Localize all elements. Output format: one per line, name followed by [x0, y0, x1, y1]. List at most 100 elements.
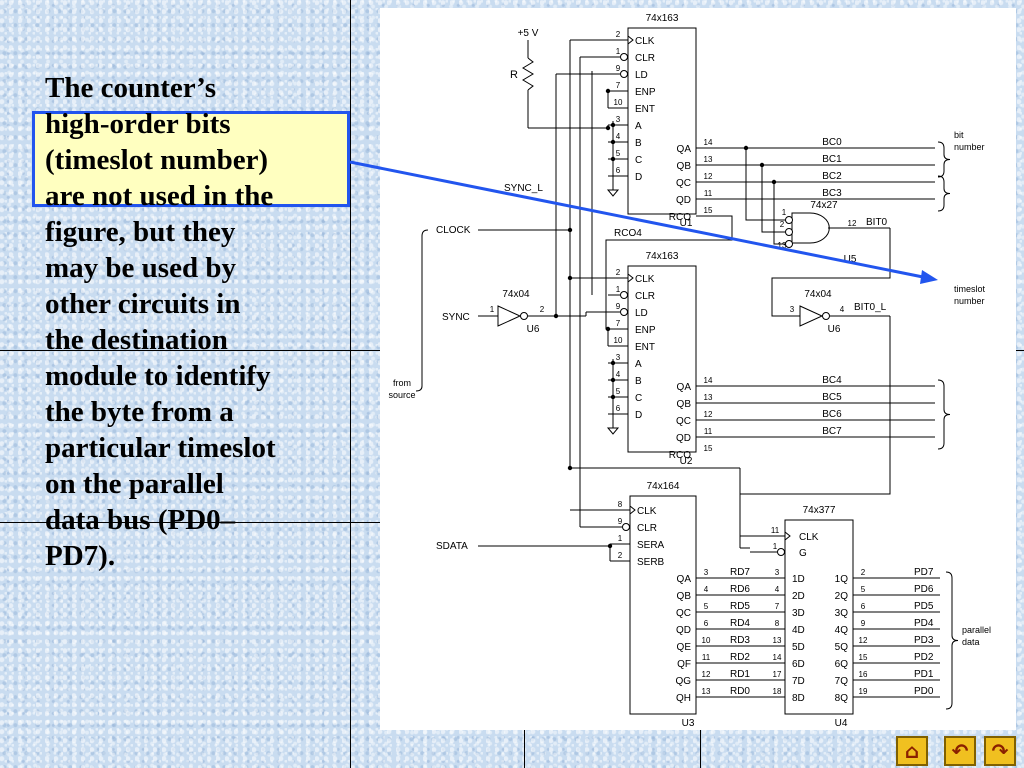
u2-pin-num: 7: [616, 319, 621, 328]
pd-label: PD2: [914, 652, 934, 663]
u3-out-num: 5: [704, 602, 709, 611]
u4-ref: U4: [835, 718, 848, 729]
u1-pin-num: 1: [616, 47, 621, 56]
u3-out-num: 3: [704, 568, 709, 577]
u3-out-num: 6: [704, 619, 709, 628]
u6a-pin: 2: [540, 305, 545, 314]
junction-dot: [610, 139, 616, 145]
u4-out-name: 5Q: [835, 642, 849, 653]
u6b-ref: U6: [828, 324, 841, 335]
u1-pin-num: 5: [616, 149, 621, 158]
u4-in-num: 7: [775, 602, 780, 611]
u3-ref: U3: [682, 718, 695, 729]
pd-label: PD3: [914, 635, 934, 646]
u5-part: 74x27: [810, 200, 838, 211]
rd-label: RD5: [730, 601, 750, 612]
u1-pin-name: CLK: [635, 36, 655, 47]
bit-number-label: bit: [954, 130, 964, 140]
resistor-label: R: [510, 69, 518, 81]
u2-out-name: QA: [677, 382, 692, 393]
u4-out-name: 6Q: [835, 659, 849, 670]
u3-out-name: QC: [676, 608, 691, 619]
rd-label: RD7: [730, 567, 750, 578]
slide-text-line: the byte from a: [45, 396, 234, 428]
u4-in-num: 18: [773, 687, 782, 696]
u3-pin-num: 1: [618, 534, 623, 543]
parallel-data-label: parallel: [962, 625, 991, 635]
u4-in-num: 13: [773, 636, 782, 645]
junction-dot: [610, 394, 616, 400]
wire: [627, 35, 634, 45]
ground-icon: [606, 427, 620, 435]
junction-dot: [605, 88, 611, 94]
u1-pin-name: A: [635, 121, 642, 132]
u3-pin-name: CLR: [637, 523, 657, 534]
brace: [415, 229, 429, 392]
u1-pin-name: ENP: [635, 87, 656, 98]
slide-text-line: high-order bits: [45, 108, 231, 140]
u4-out-name: 1Q: [835, 574, 849, 585]
u2-pin-name: B: [635, 376, 642, 387]
vcc-label: +5 V: [518, 28, 539, 39]
u1-pin-name: ENT: [635, 104, 655, 115]
u1-pin-name: C: [635, 155, 642, 166]
u1-pin-name: LD: [635, 70, 648, 81]
u3-out-name: QE: [677, 642, 692, 653]
net-label: BC3: [822, 188, 842, 199]
rd-label: RD4: [730, 618, 750, 629]
slide-text-line: The counter’s: [45, 72, 217, 104]
u3-out-num: 4: [704, 585, 709, 594]
u3-pin-name: SERA: [637, 540, 665, 551]
u4-in-num: 8: [775, 619, 780, 628]
u1-pin-num: 3: [616, 115, 621, 124]
u1-out-name: RCO: [669, 212, 691, 223]
u1-pin-num: 6: [616, 166, 621, 175]
u3-out-num: 13: [702, 687, 711, 696]
u4-out-num: 12: [859, 636, 868, 645]
pd-label: PD4: [914, 618, 934, 629]
u3-pin-name: CLK: [637, 506, 657, 517]
u1-out-num: 12: [704, 172, 713, 181]
bit-number-label: number: [954, 142, 985, 152]
sync-l-label: SYNC_L: [504, 183, 543, 194]
back-button[interactable]: ↶: [944, 736, 976, 766]
slide-text-line: on the parallel: [45, 468, 224, 500]
net-label: BC6: [822, 409, 842, 420]
from-source-label: from: [393, 378, 411, 388]
slide-text-line: may be used by: [45, 252, 236, 284]
u1-out-name: QD: [676, 195, 691, 206]
u4-out-num: 9: [861, 619, 866, 628]
rd-label: RD1: [730, 669, 750, 680]
brace: [937, 379, 951, 450]
junction-dot: [567, 465, 573, 471]
home-button[interactable]: ⌂: [896, 736, 928, 766]
u4-out-num: 19: [859, 687, 868, 696]
u4-out-name: 8Q: [835, 693, 849, 704]
slide-text-line: are not used in the: [45, 180, 274, 212]
u2-out-num: 14: [704, 376, 713, 385]
u2-pin-name: CLK: [635, 274, 655, 285]
u4-in-num: 3: [775, 568, 780, 577]
forward-button[interactable]: ↷: [984, 736, 1016, 766]
brace: [945, 571, 959, 710]
u1-out-num: 15: [704, 206, 713, 215]
u1-out-num: 13: [704, 155, 713, 164]
u2-pin-name: CLR: [635, 291, 655, 302]
slide-text-line: (timeslot number): [45, 144, 269, 176]
u2-pin-num: 1: [616, 285, 621, 294]
pd-label: PD0: [914, 686, 934, 697]
u6a-part: 74x04: [502, 289, 530, 300]
u2-pin-num: 4: [616, 370, 621, 379]
grid-line-h3: [1016, 350, 1024, 351]
u2-out-name: RCO: [669, 450, 691, 461]
u4-ctrl-num: 1: [773, 542, 778, 551]
rd-label: RD6: [730, 584, 750, 595]
u2-pin-name: ENT: [635, 342, 655, 353]
rd-label: RD3: [730, 635, 750, 646]
slide-text-line: particular timeslot: [45, 432, 276, 464]
junction-dot: [607, 543, 613, 549]
u2-pin-num: 10: [614, 336, 623, 345]
u1-out-name: QB: [677, 161, 692, 172]
pd-label: PD7: [914, 567, 934, 578]
u4-out-num: 16: [859, 670, 868, 679]
